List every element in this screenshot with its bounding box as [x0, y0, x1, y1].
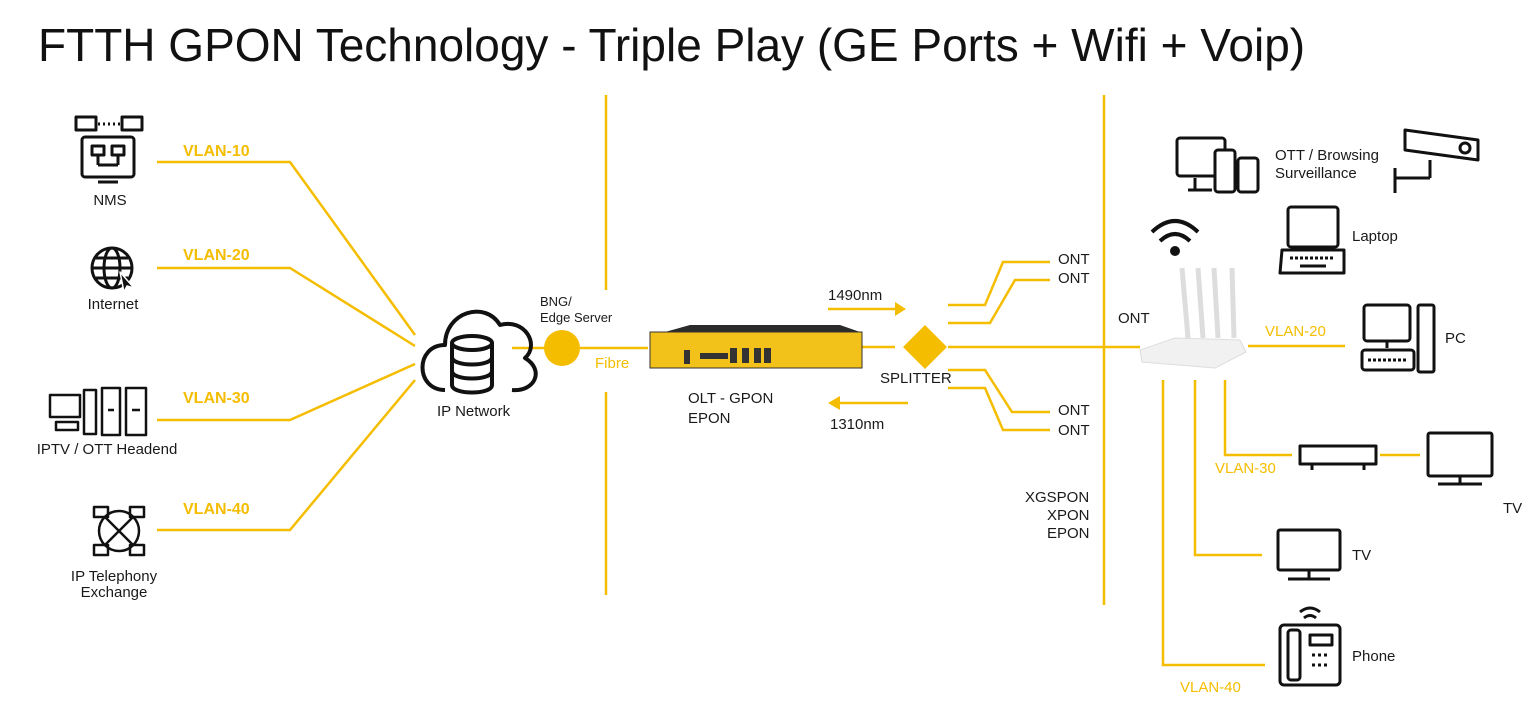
vlan-label: VLAN-10	[183, 143, 250, 160]
olt-device-icon	[649, 325, 863, 369]
internet-label: Internet	[87, 296, 139, 313]
vlan10-link	[157, 160, 417, 336]
connection-lines	[157, 95, 1420, 667]
ont-label: ONT	[1058, 270, 1090, 287]
pon-type-label: XPON	[1047, 507, 1090, 524]
olt-label-1: OLT - GPON	[688, 390, 774, 407]
vlan20-link	[157, 266, 416, 348]
set-top-box-icon	[1298, 444, 1378, 470]
iptv-label: IPTV / OTT Headend	[36, 441, 178, 458]
ont-branch	[948, 260, 1050, 307]
tv-label: TV	[1503, 500, 1523, 517]
ont-label: ONT	[1058, 251, 1090, 268]
olt-label-2: EPON	[688, 410, 731, 427]
vlan40-link	[157, 379, 416, 532]
vlan30-link	[157, 362, 416, 422]
telephony-label-2: Exchange	[80, 584, 148, 601]
ont-branch	[948, 368, 1050, 414]
pc-vlan-label: VLAN-20	[1265, 323, 1326, 340]
laptop-icon	[1278, 205, 1346, 275]
bng-label-1: BNG/	[540, 294, 572, 309]
ott-label-2: Surveillance	[1275, 165, 1357, 182]
phone-label: Phone	[1352, 648, 1396, 665]
wifi-icon	[1150, 219, 1200, 256]
fibre-label: Fibre	[595, 355, 630, 372]
arrow-right-icon	[895, 302, 906, 316]
phone-icon	[1278, 606, 1342, 687]
ont-label: ONT	[1058, 422, 1090, 439]
ont-label: ONT	[1058, 402, 1090, 419]
cloud-database-icon	[420, 309, 538, 395]
tv1-link	[1193, 380, 1262, 557]
arrow-left-icon	[828, 396, 840, 410]
customer-ont-label: ONT	[1118, 310, 1150, 327]
splitter-label: SPLITTER	[880, 370, 952, 387]
pon-type-label: EPON	[1047, 525, 1090, 542]
globe-icon	[90, 246, 135, 293]
diagram-title: FTTH GPON Technology - Triple Play (GE P…	[38, 19, 1306, 71]
phone-link	[1161, 380, 1265, 667]
bng-node-icon	[544, 330, 580, 366]
ip-network-label: IP Network	[437, 403, 511, 420]
ott-label-1: OTT / Browsing	[1275, 147, 1379, 164]
ont-branch	[948, 386, 1050, 432]
telephony-label-1: IP Telephony	[70, 568, 158, 585]
bng-label-2: Edge Server	[540, 310, 613, 325]
stb-link	[1223, 380, 1292, 457]
nms-label: NMS	[93, 192, 127, 209]
ont-router-icon	[1139, 267, 1247, 369]
laptop-label: Laptop	[1352, 228, 1398, 245]
vlan-label: VLAN-20	[183, 247, 250, 264]
splitter-icon	[903, 325, 947, 369]
tv-icon	[1276, 528, 1342, 581]
tv-label: TV	[1352, 547, 1372, 564]
pc-label: PC	[1445, 330, 1466, 347]
telephony-exchange-icon	[92, 505, 146, 557]
nms-icon	[74, 115, 144, 184]
pc-icon	[1360, 303, 1436, 374]
surveillance-camera-icon	[1393, 128, 1480, 193]
server-icon	[48, 386, 148, 437]
tv-vlan-label: VLAN-30	[1215, 460, 1276, 477]
pon-type-label: XGSPON	[1025, 489, 1090, 506]
phone-vlan-label: VLAN-40	[1180, 679, 1241, 696]
ont-branch	[948, 278, 1050, 325]
tv-icon	[1426, 431, 1494, 486]
devices-icon	[1175, 136, 1260, 194]
vlan-label: VLAN-40	[183, 501, 250, 518]
vlan-label: VLAN-30	[183, 390, 250, 407]
downstream-label: 1490nm	[828, 287, 883, 304]
upstream-label: 1310nm	[830, 416, 885, 433]
